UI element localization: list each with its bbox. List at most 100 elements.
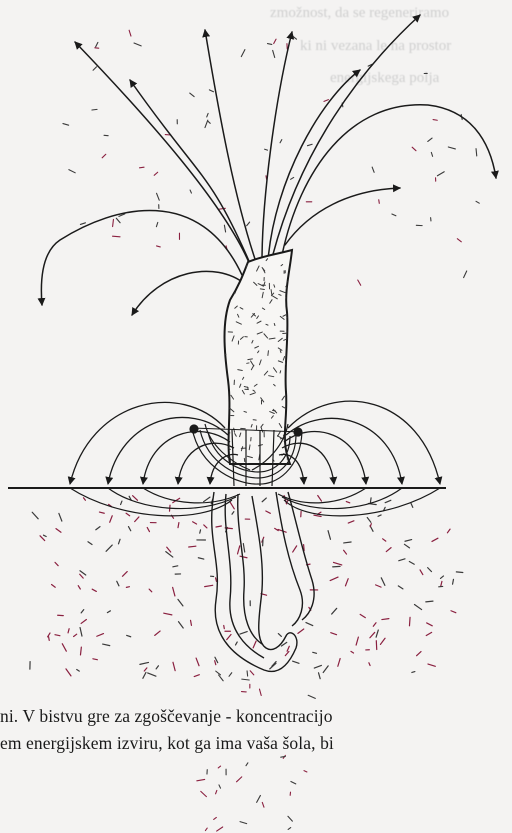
particle-mark xyxy=(155,631,160,635)
particle-mark xyxy=(88,542,92,545)
ray-upper-left xyxy=(75,42,250,265)
particle-mark xyxy=(409,562,414,565)
particle-mark xyxy=(304,771,307,772)
particle-mark xyxy=(266,465,269,467)
particle-mark xyxy=(205,828,207,830)
particle-mark xyxy=(432,538,438,541)
particle-mark xyxy=(292,283,296,286)
particle-mark xyxy=(381,578,385,586)
particle-mark xyxy=(216,526,221,527)
particle-mark xyxy=(92,109,97,110)
particle-mark xyxy=(426,632,431,635)
particle-mark xyxy=(457,239,461,242)
particle-mark xyxy=(154,172,158,175)
particle-mark xyxy=(290,325,292,328)
particle-mark xyxy=(238,546,240,554)
particle-mark xyxy=(456,572,462,573)
particle-mark xyxy=(219,675,224,681)
particle-mark xyxy=(238,256,241,258)
particle-mark xyxy=(196,658,199,666)
particle-mark xyxy=(230,283,231,288)
particle-mark xyxy=(217,827,223,831)
particle-mark xyxy=(332,608,337,614)
particle-mark xyxy=(293,546,297,552)
particle-mark xyxy=(323,666,328,673)
particle-mark xyxy=(262,802,264,807)
particle-mark xyxy=(106,545,112,551)
particle-mark xyxy=(178,523,179,528)
particle-mark xyxy=(127,635,131,636)
ray-right xyxy=(282,105,496,255)
particle-mark xyxy=(69,170,75,173)
particle-mark xyxy=(178,599,183,605)
particle-mark xyxy=(285,651,289,655)
particle-mark xyxy=(290,439,291,443)
particle-mark xyxy=(135,517,139,522)
particle-mark xyxy=(204,525,207,528)
particle-mark xyxy=(156,222,157,226)
particle-mark xyxy=(102,154,106,158)
particle-mark xyxy=(250,671,254,675)
particle-mark xyxy=(319,673,321,679)
particle-mark xyxy=(63,124,69,126)
particle-mark xyxy=(224,284,226,285)
particle-mark xyxy=(55,635,60,636)
particle-mark xyxy=(134,43,141,46)
particle-mark xyxy=(216,578,217,582)
particle-mark xyxy=(338,659,340,667)
particle-mark xyxy=(40,536,45,541)
particle-mark xyxy=(166,552,173,557)
particle-mark xyxy=(274,323,275,325)
particle-mark xyxy=(257,795,261,802)
particle-mark xyxy=(198,558,203,559)
particle-mark xyxy=(448,147,455,149)
particle-mark xyxy=(81,620,86,624)
particle-mark xyxy=(197,779,205,780)
particle-mark xyxy=(149,589,152,592)
particle-mark xyxy=(369,663,370,666)
particle-mark xyxy=(271,290,272,295)
particle-mark xyxy=(404,544,409,548)
particle-mark xyxy=(351,651,354,653)
particle-mark xyxy=(62,644,66,651)
particle-mark xyxy=(243,544,244,552)
ray-center xyxy=(262,32,292,262)
particle-mark xyxy=(288,380,289,384)
vortex-coil xyxy=(190,424,302,486)
particle-mark xyxy=(262,498,266,502)
particle-mark xyxy=(173,587,175,595)
particle-mark xyxy=(193,522,197,524)
caption-line-1: ni. V bistvu gre za zgoščevanje - koncen… xyxy=(0,706,333,727)
particle-mark xyxy=(216,671,221,675)
particle-mark xyxy=(328,531,330,540)
particle-mark xyxy=(216,790,217,793)
particle-mark xyxy=(107,611,110,613)
particle-mark xyxy=(383,539,386,541)
particle-mark xyxy=(290,290,292,293)
particle-mark xyxy=(274,39,276,43)
particle-mark xyxy=(334,562,342,565)
particle-mark xyxy=(280,371,281,373)
particle-mark xyxy=(417,652,421,656)
particle-mark xyxy=(428,664,435,666)
particle-mark xyxy=(428,138,432,141)
particle-mark xyxy=(372,167,374,172)
particle-mark xyxy=(80,647,81,655)
particle-mark xyxy=(288,816,292,821)
particle-mark xyxy=(113,219,114,226)
particle-mark xyxy=(392,214,396,216)
particle-mark xyxy=(292,347,295,349)
particle-mark xyxy=(318,496,322,502)
particle-mark xyxy=(427,623,433,626)
particle-mark xyxy=(173,662,175,670)
particle-mark xyxy=(253,641,256,648)
particle-mark xyxy=(232,512,234,515)
particle-mark xyxy=(267,44,271,45)
particle-mark xyxy=(66,669,71,676)
particle-mark xyxy=(382,619,389,620)
particle-mark xyxy=(376,630,378,637)
particle-mark xyxy=(144,668,147,671)
particle-mark xyxy=(330,577,338,580)
particle-mark xyxy=(476,149,477,156)
particle-mark xyxy=(140,662,149,664)
